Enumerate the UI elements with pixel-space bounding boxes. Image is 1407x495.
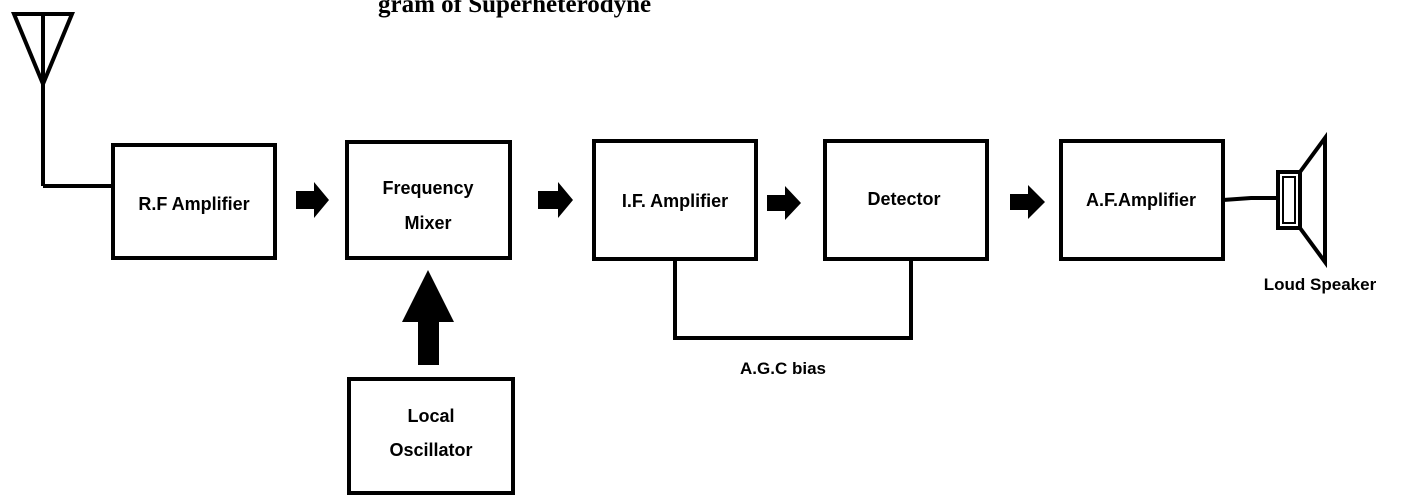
frequency-mixer-label-line2: Mixer <box>404 213 451 233</box>
speaker-wire <box>1222 196 1276 202</box>
arrow-mixer-to-if <box>538 182 573 218</box>
arrow-oscillator-to-mixer <box>402 270 454 365</box>
af-amplifier-label: A.F.Amplifier <box>1086 190 1196 210</box>
arrow-if-to-detector <box>767 186 801 220</box>
frequency-mixer-block: Frequency Mixer <box>345 140 512 260</box>
agc-feedback-line <box>673 259 913 340</box>
diagram-title: gram of Superheterodyne <box>378 0 651 18</box>
if-amplifier-block: I.F. Amplifier <box>592 139 758 261</box>
frequency-mixer-label-line1: Frequency <box>382 178 473 198</box>
rf-amplifier-label: R.F Amplifier <box>138 194 249 214</box>
agc-bias-label: A.G.C bias <box>740 359 826 378</box>
if-amplifier-label: I.F. Amplifier <box>622 191 728 211</box>
arrow-rf-to-mixer <box>296 182 329 218</box>
af-amplifier-block: A.F.Amplifier <box>1059 139 1225 261</box>
rf-amplifier-block: R.F Amplifier <box>111 143 277 260</box>
local-oscillator-block: Local Oscillator <box>347 377 515 495</box>
detector-label: Detector <box>867 189 940 209</box>
detector-block: Detector <box>823 139 989 261</box>
arrow-detector-to-af <box>1010 185 1045 219</box>
speaker-icon <box>1276 131 1327 269</box>
loud-speaker-label: Loud Speaker <box>1264 275 1377 294</box>
local-oscillator-label-line2: Oscillator <box>389 440 472 460</box>
antenna-icon <box>11 12 75 186</box>
local-oscillator-label-line1: Local <box>407 406 454 426</box>
